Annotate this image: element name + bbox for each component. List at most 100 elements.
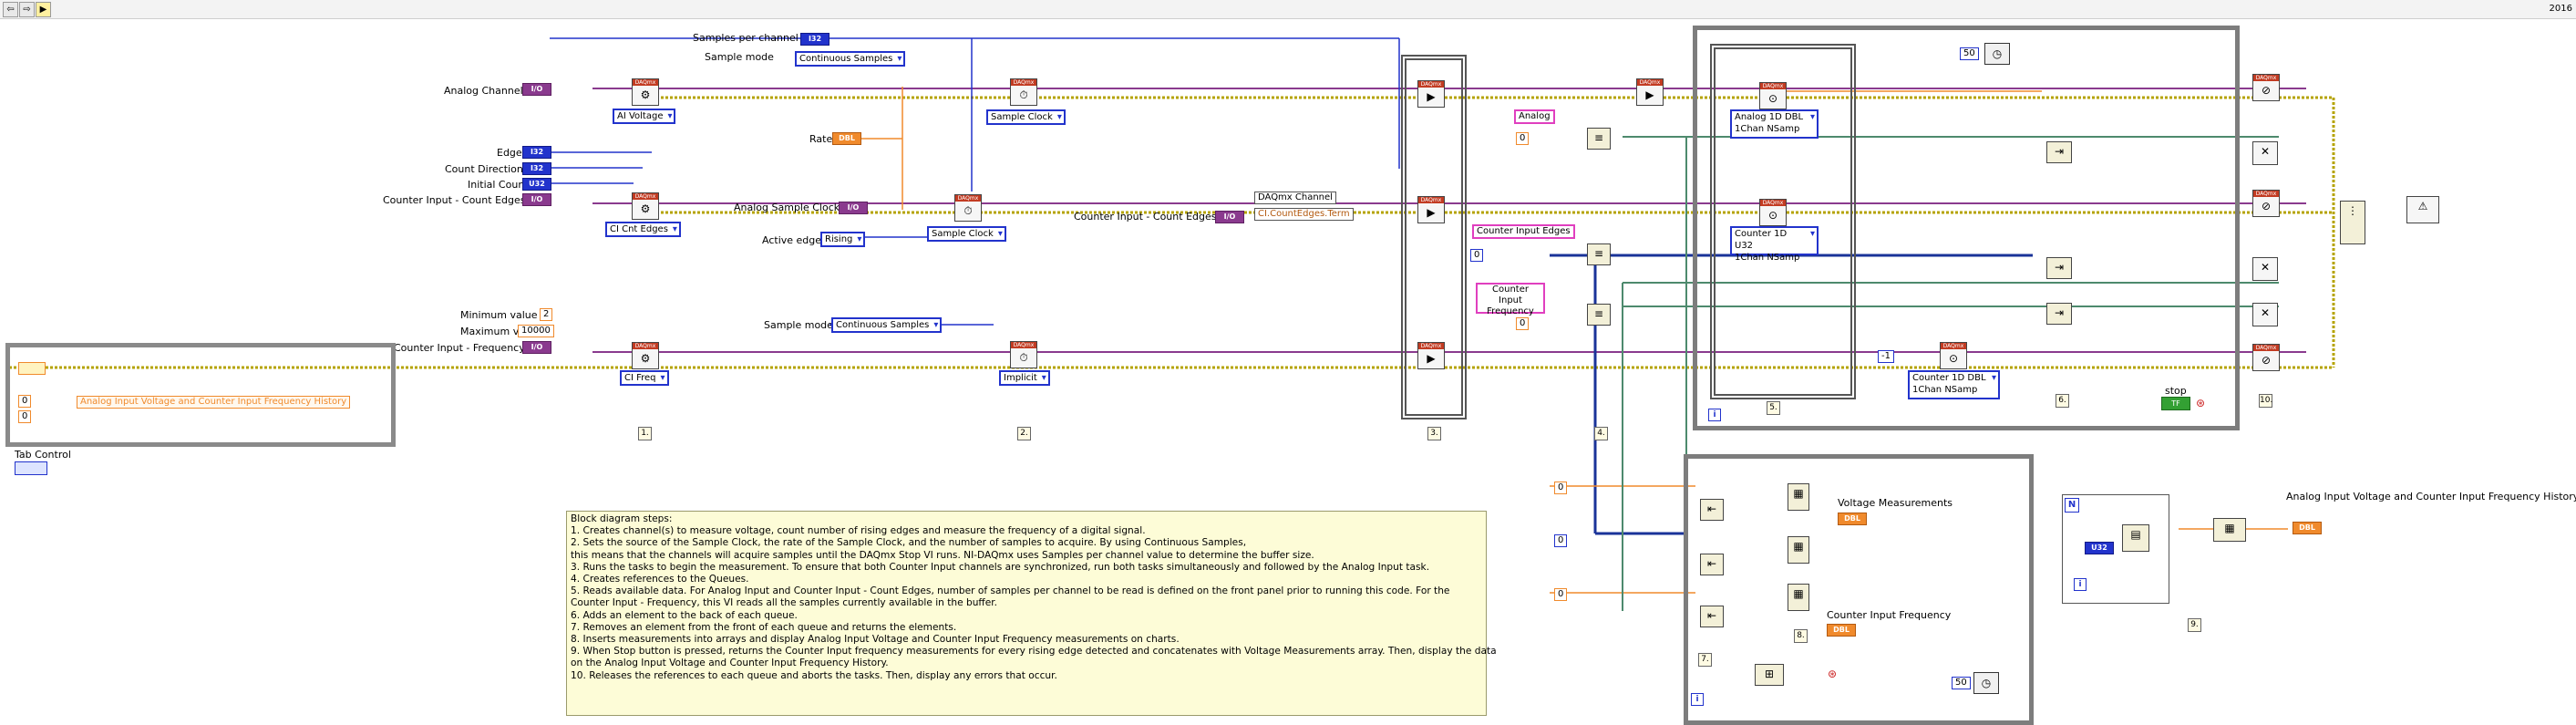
simple-error-handler[interactable]: ⚠ xyxy=(2406,196,2439,223)
sample-mode-ring-2[interactable]: Continuous Samples xyxy=(831,317,943,333)
array-index-node[interactable]: ▤ xyxy=(2122,524,2149,552)
start-task-vi-3[interactable]: DAQmx▶ xyxy=(1417,342,1445,369)
maximum-value-constant[interactable]: 10000 xyxy=(518,325,554,337)
consumer-wait-value[interactable]: 50 xyxy=(1952,677,1971,689)
analog-queue-zero[interactable]: 0 xyxy=(1516,132,1530,145)
enqueue-analog[interactable]: ⇥ xyxy=(2046,141,2072,163)
ai-voltage-ring[interactable]: AI Voltage xyxy=(613,109,676,124)
dequeue-edges[interactable]: ⇤ xyxy=(1700,554,1724,575)
ci-countedges-term-property[interactable]: CI.CountEdges.Term xyxy=(1254,208,1354,221)
obtain-queue-edges[interactable]: ≡ xyxy=(1587,243,1611,265)
consumer-wait-icon[interactable]: ◷ xyxy=(1973,672,1999,694)
merge-errors[interactable]: ⋮ xyxy=(2340,201,2365,244)
read-all-neg-one[interactable]: -1 xyxy=(1878,350,1894,363)
arrow-left-icon[interactable]: ⇦ xyxy=(3,2,18,17)
block-diagram: Samples per channel I32 Sample mode Cont… xyxy=(0,18,2576,725)
samples-per-channel-terminal[interactable]: I32 xyxy=(800,33,829,46)
history-property-node[interactable]: Analog Input Voltage and Counter Input F… xyxy=(77,396,351,409)
count-direction-terminal[interactable]: I32 xyxy=(522,162,551,175)
create-channel-ci-edges-vi[interactable]: DAQmx⚙ xyxy=(632,192,659,220)
timing-vi-1[interactable]: DAQmx⏱ xyxy=(1010,78,1037,106)
counter-input-frequency-terminal[interactable]: I/O xyxy=(522,341,551,354)
arrow-right-icon[interactable]: ⇨ xyxy=(19,2,35,17)
analog-channel-terminal[interactable]: I/O xyxy=(522,83,551,96)
build-array-1[interactable]: ▦ xyxy=(1788,483,1809,511)
edge-terminal[interactable]: I32 xyxy=(522,146,551,159)
counter-frequency-queue-name[interactable]: Counter Input Frequency xyxy=(1476,283,1545,316)
release-queue-3[interactable]: ✕ xyxy=(2252,303,2278,326)
build-array-2[interactable]: ▦ xyxy=(1788,536,1809,564)
counter-input-count-edges-terminal[interactable]: I/O xyxy=(522,193,551,206)
clear-task-vi-2[interactable]: DAQmx⊘ xyxy=(2252,190,2280,217)
sample-mode-ring[interactable]: Continuous Samples xyxy=(795,51,906,67)
ci-cnt-edges-ring[interactable]: CI Cnt Edges xyxy=(605,222,681,237)
consumer-stop-icon: ⊛ xyxy=(1828,668,1838,680)
enqueue-edges[interactable]: ⇥ xyxy=(2046,257,2072,279)
clock-icon: ⏱ xyxy=(1019,88,1028,101)
consumer-zero-c[interactable]: 0 xyxy=(1554,588,1568,601)
counter-input-count-edges-label: Counter Input - Count Edges xyxy=(383,194,526,206)
sample-clock-ring-1[interactable]: Sample Clock xyxy=(986,109,1066,125)
timing-vi-2[interactable]: DAQmx⏱ xyxy=(954,194,982,222)
counter-edges-queue-zero[interactable]: 0 xyxy=(1470,249,1484,262)
consumer-zero-b[interactable]: 0 xyxy=(1554,534,1568,547)
build-history-array[interactable]: ▦ xyxy=(2213,518,2246,542)
release-queue-1[interactable]: ✕ xyxy=(2252,141,2278,165)
timing-vi-3[interactable]: DAQmx⏱ xyxy=(1010,341,1037,368)
enqueue-frequency[interactable]: ⇥ xyxy=(2046,303,2072,325)
analog-queue-name[interactable]: Analog xyxy=(1514,109,1555,124)
build-array-3[interactable]: ▦ xyxy=(1788,584,1809,611)
step-5-marker: 5. xyxy=(1767,401,1780,415)
dequeue-analog[interactable]: ⇤ xyxy=(1700,499,1724,521)
error-handler-icon: ⚠ xyxy=(2417,200,2428,212)
rate-label: Rate xyxy=(809,133,833,145)
merge-errors-icon: ⋮ xyxy=(2347,204,2358,217)
producer-wait-value[interactable]: 50 xyxy=(1960,47,1979,60)
history-zero-2[interactable]: 0 xyxy=(18,410,32,423)
initial-count-terminal[interactable]: U32 xyxy=(522,178,551,191)
tab-selector[interactable] xyxy=(18,362,46,375)
start-task-vi-4[interactable]: DAQmx▶ xyxy=(1636,78,1664,106)
counter-frequency-queue-zero[interactable]: 0 xyxy=(1516,317,1530,330)
queue-icon: ≡ xyxy=(1593,131,1604,144)
history-zero-1[interactable]: 0 xyxy=(18,395,32,408)
ci-freq-ring[interactable]: CI Freq xyxy=(620,370,669,386)
rate-terminal[interactable]: DBL xyxy=(832,132,861,145)
create-channel-ci-freq-vi[interactable]: DAQmx⚙ xyxy=(632,342,659,369)
minimum-value-constant[interactable]: 2 xyxy=(540,308,553,321)
counter-1d-u32-text: Counter 1D U32 xyxy=(1735,229,1788,251)
read-vi-counter-frequency[interactable]: DAQmx⊙ xyxy=(1940,342,1967,369)
stop-button-terminal[interactable]: TF xyxy=(2161,397,2190,410)
tab-control-terminal[interactable] xyxy=(15,461,47,475)
start-task-vi-1[interactable]: DAQmx▶ xyxy=(1417,80,1445,108)
counter-edges-queue-name[interactable]: Counter Input Edges xyxy=(1472,224,1575,239)
obtain-queue-analog[interactable]: ≡ xyxy=(1587,128,1611,150)
wait-ms-icon[interactable]: ◷ xyxy=(1984,43,2010,65)
read-vi-analog[interactable]: DAQmx⊙ xyxy=(1759,82,1787,109)
u32-conversion[interactable]: U32 xyxy=(2085,542,2114,554)
voltage-measurements-terminal[interactable]: DBL xyxy=(1838,513,1867,525)
dequeue-frequency[interactable]: ⇤ xyxy=(1700,606,1724,627)
create-channel-ai-vi[interactable]: DAQmx⚙ xyxy=(632,78,659,106)
run-icon[interactable]: ▶ xyxy=(36,2,51,17)
clear-task-vi-1[interactable]: DAQmx⊘ xyxy=(2252,74,2280,101)
or-errors[interactable]: ⊞ xyxy=(1755,664,1784,686)
active-edge-ring[interactable]: Rising xyxy=(820,232,866,247)
implicit-ring[interactable]: Implicit xyxy=(999,370,1050,386)
count-edges-channel-terminal[interactable]: I/O xyxy=(1215,211,1244,223)
counter-frequency-chart-terminal[interactable]: DBL xyxy=(1827,624,1856,637)
analog-sample-clock-terminal[interactable]: I/O xyxy=(839,202,868,214)
clear-task-vi-3[interactable]: DAQmx⊘ xyxy=(2252,344,2280,371)
consumer-zero-a[interactable]: 0 xyxy=(1554,482,1568,494)
start-task-vi-2[interactable]: DAQmx▶ xyxy=(1417,196,1445,223)
bundle-icon: ⊞ xyxy=(1764,668,1775,680)
sample-clock-ring-2[interactable]: Sample Clock xyxy=(927,226,1006,242)
history-chart-terminal[interactable]: DBL xyxy=(2293,522,2322,534)
release-queue-2[interactable]: ✕ xyxy=(2252,257,2278,281)
obtain-queue-frequency[interactable]: ≡ xyxy=(1587,304,1611,326)
daqmx-channel-property-node[interactable]: DAQmx Channel xyxy=(1254,192,1336,204)
read-vi-counter-edges[interactable]: DAQmx⊙ xyxy=(1759,199,1787,226)
